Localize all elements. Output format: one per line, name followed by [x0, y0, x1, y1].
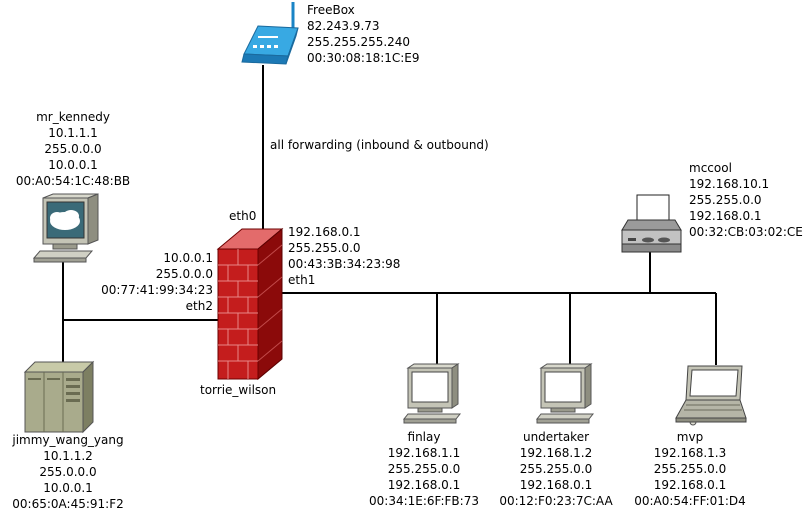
firewall-eth1-name: eth1 — [288, 273, 316, 287]
jimmy-mask: 255.0.0.0 — [39, 465, 97, 479]
mvp-mask: 255.255.0.0 — [653, 462, 727, 476]
mr-kennedy-mac: 00:A0:54:1C:48:BB — [15, 174, 131, 188]
firewall-eth2-ip: 10.0.0.1 — [163, 251, 213, 265]
network-links — [62, 65, 717, 368]
server-icon — [23, 360, 95, 434]
firewall-icon — [216, 227, 284, 381]
jimmy-label: jimmy_wang_yang 10.1.1.2 255.0.0.0 10.0.… — [0, 432, 136, 512]
mvp-ip: 192.168.1.3 — [653, 446, 727, 460]
mccool-mac: 00:32:CB:03:02:CE — [689, 225, 803, 239]
finlay-mac: 00:34:1E:6F:FB:73 — [369, 494, 479, 508]
mvp-label: mvp 192.168.1.3 255.255.0.0 192.168.0.1 … — [630, 429, 750, 509]
firewall-eth2-mac: 00:77:41:99:34:23 — [101, 283, 213, 297]
forwarding-label: all forwarding (inbound & outbound) — [270, 138, 489, 152]
firewall-name: torrie_wilson — [200, 383, 277, 397]
mvp-mac: 00:A0:54:FF:01:D4 — [634, 494, 746, 508]
mr-kennedy-mask: 255.0.0.0 — [44, 142, 102, 156]
undertaker-label: undertaker 192.168.1.2 255.255.0.0 192.1… — [496, 429, 616, 509]
finlay-name: finlay — [407, 430, 441, 444]
finlay-computer-icon — [402, 363, 462, 424]
mvp-name: mvp — [676, 430, 704, 444]
printer-icon — [621, 194, 682, 253]
mr-kennedy-gateway: 10.0.0.1 — [48, 158, 98, 172]
mccool-gateway: 192.168.0.1 — [689, 209, 762, 223]
jimmy-gateway: 10.0.0.1 — [43, 481, 93, 495]
finlay-gateway: 192.168.0.1 — [387, 478, 461, 492]
undertaker-name: undertaker — [522, 430, 590, 444]
freebox-ip: 82.243.9.73 — [307, 19, 380, 33]
firewall-eth1-mac: 00:43:3B:34:23:98 — [288, 257, 401, 271]
undertaker-mac: 00:12:F0:23:7C:AA — [499, 494, 613, 508]
finlay-ip: 192.168.1.1 — [387, 446, 461, 460]
firewall-eth1-mask: 255.255.0.0 — [288, 241, 361, 255]
freebox-mac: 00:30:08:18:1C:E9 — [307, 51, 420, 65]
freebox-name: FreeBox — [307, 3, 355, 17]
jimmy-name: jimmy_wang_yang — [12, 433, 124, 447]
firewall-eth1-ip: 192.168.0.1 — [288, 225, 361, 239]
jimmy-mac: 00:65:0A:45:91:F2 — [12, 497, 124, 511]
mccool-mask: 255.255.0.0 — [689, 193, 762, 207]
undertaker-computer-icon — [535, 363, 595, 424]
firewall-eth2-name: eth2 — [185, 299, 213, 313]
finlay-mask: 255.255.0.0 — [387, 462, 461, 476]
firewall-eth0-label: eth0 — [229, 209, 257, 223]
mccool-name: mccool — [689, 161, 732, 175]
jimmy-ip: 10.1.1.2 — [43, 449, 93, 463]
router-icon — [241, 2, 299, 65]
freebox-mask: 255.255.255.240 — [307, 35, 411, 49]
firewall-eth2-mask: 255.0.0.0 — [155, 267, 213, 281]
mr-kennedy-ip: 10.1.1.1 — [48, 126, 98, 140]
firewall-eth1-label: 192.168.0.1 255.255.0.0 00:43:3B:34:23:9… — [288, 224, 400, 288]
workstation-icon — [32, 193, 99, 263]
laptop-icon — [675, 365, 747, 426]
mr-kennedy-name: mr_kennedy — [36, 110, 110, 124]
undertaker-ip: 192.168.1.2 — [519, 446, 593, 460]
firewall-eth2-label: 10.0.0.1 255.0.0.0 00:77:41:99:34:23 eth… — [90, 250, 213, 314]
mccool-ip: 192.168.10.1 — [689, 177, 770, 191]
mvp-gateway: 192.168.0.1 — [653, 478, 727, 492]
undertaker-mask: 255.255.0.0 — [519, 462, 593, 476]
finlay-label: finlay 192.168.1.1 255.255.0.0 192.168.0… — [364, 429, 484, 509]
mccool-label: mccool 192.168.10.1 255.255.0.0 192.168.… — [660, 160, 803, 240]
mr-kennedy-label: mr_kennedy 10.1.1.1 255.0.0.0 10.0.0.1 0… — [13, 109, 133, 189]
undertaker-gateway: 192.168.0.1 — [519, 478, 593, 492]
freebox-label: FreeBox 82.243.9.73 255.255.255.240 00:3… — [307, 2, 420, 66]
